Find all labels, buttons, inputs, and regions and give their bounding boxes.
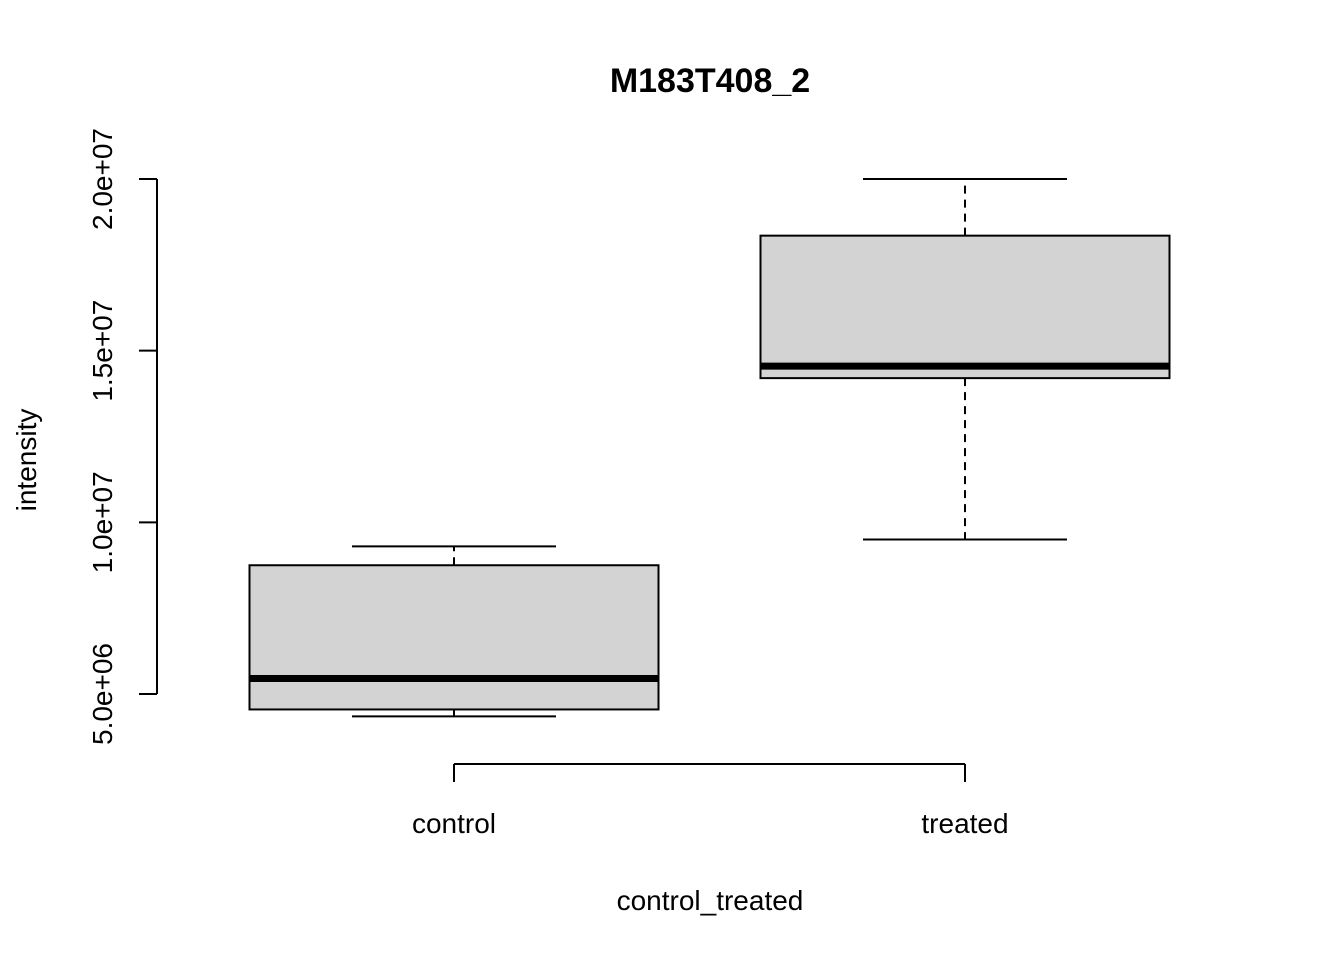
y-tick-label: 2.0e+07 [87, 128, 118, 230]
box-series [248, 178, 1171, 718]
y-axis-label: intensity [11, 409, 42, 512]
y-axis: 5.0e+06 1.0e+07 1.5e+07 2.0e+07 [87, 128, 158, 745]
box-control [248, 545, 660, 718]
x-tick-label: control [412, 808, 496, 839]
chart-title: M183T408_2 [610, 62, 810, 100]
box-treated [759, 178, 1171, 541]
y-tick-label: 1.0e+07 [87, 471, 118, 573]
y-tick-label: 5.0e+06 [87, 643, 118, 745]
iqr-box [248, 564, 660, 711]
iqr-box [759, 234, 1171, 380]
y-tick-label: 1.5e+07 [87, 300, 118, 402]
x-axis-label: control_treated [617, 885, 804, 916]
x-tick-label: treated [921, 808, 1008, 839]
x-axis: control treated [412, 763, 1009, 839]
